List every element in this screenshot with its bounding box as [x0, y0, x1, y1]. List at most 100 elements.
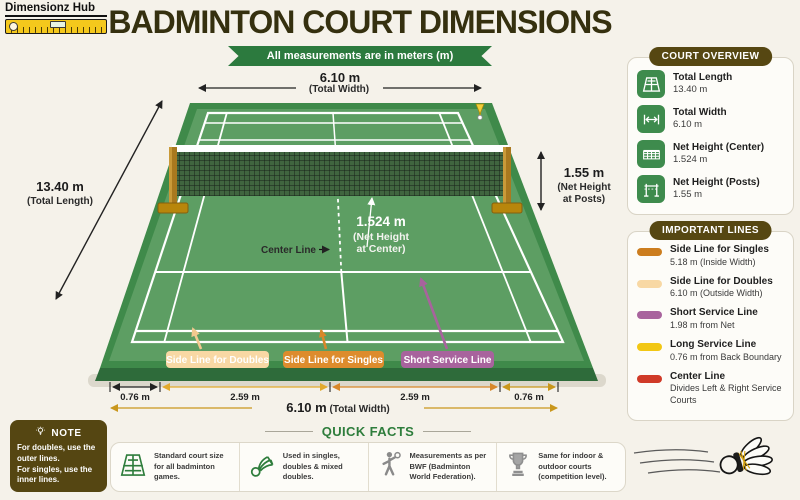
dimension-bottom: 0.76 m 2.59 m 2.59 m 0.76 m 6.10 m (Tota… — [109, 382, 559, 415]
line-desc: Divides Left & Right Service Courts — [670, 383, 782, 405]
overview-item-net-center: Net Height (Center) 1.524 m — [637, 140, 784, 168]
line-item-long-service: Long Service Line 0.76 m from Back Bound… — [637, 339, 784, 363]
court-icon — [118, 450, 148, 485]
line-item-doubles: Side Line for Doubles 6.10 m (Outside Wi… — [637, 276, 784, 300]
line-desc: 6.10 m (Outside Width) — [670, 288, 763, 299]
dim-total-label: (Total Width) — [327, 404, 390, 415]
note-line-2: For singles, use the inner lines. — [17, 464, 93, 485]
center-line-swatch — [637, 374, 662, 383]
dimension-net-height-posts: 1.55 m (Net Height at Posts) — [537, 151, 611, 211]
divider — [423, 430, 472, 433]
quick-facts-header: QUICK FACTS — [110, 424, 626, 439]
court-lines — [130, 111, 565, 344]
fact-game-types: Used in singles, doubles & mixed doubles… — [240, 443, 369, 491]
fact-court-size: Standard court size for all badminton ga… — [111, 443, 240, 491]
line-label: Side Line for Doubles — [670, 275, 773, 287]
dimension-top-width: 6.10 m (Total Width) — [198, 70, 482, 95]
page-title: BADMINTON COURT DIMENSIONS — [108, 4, 612, 40]
singles-line-swatch — [637, 248, 662, 256]
fact-text: Measurements as per BWF (Badminton World… — [409, 451, 487, 482]
player-icon — [376, 450, 404, 485]
note-title: NOTE — [51, 427, 82, 439]
line-desc: 0.76 m from Back Boundary — [670, 351, 782, 362]
line-label: Side Line for Singles — [670, 244, 769, 255]
net-height-posts-line1: (Net Height — [557, 182, 611, 193]
note-line-1: For doubles, use the outer lines. — [17, 443, 96, 463]
overview-label: Total Width — [673, 106, 727, 118]
dim-total-value: 6.10 m — [286, 400, 326, 415]
pill-singles-label: Side Line for Singles — [284, 355, 383, 366]
ruler-bubble — [9, 22, 18, 31]
line-desc: 5.18 m (Inside Width) — [670, 256, 756, 267]
pill-doubles-label: Side Line for Doubles — [166, 355, 269, 366]
line-label: Center Line — [670, 370, 726, 382]
trophy-icon — [504, 450, 532, 485]
ruler-icon — [5, 19, 107, 34]
flying-shuttlecock — [633, 436, 773, 476]
dimension-total-length: 13.40 m (Total Length) — [27, 100, 163, 300]
overview-label: Net Height (Center) — [673, 141, 765, 153]
pill-side-line-doubles: Side Line for Doubles — [166, 351, 269, 368]
brand-logo: Dimensionz Hub — [5, 2, 107, 34]
quick-facts-box: Standard court size for all badminton ga… — [110, 442, 626, 492]
dim-left-margin: 0.76 m — [120, 392, 150, 403]
long-service-swatch — [637, 343, 662, 352]
fact-bwf: Measurements as per BWF (Badminton World… — [369, 443, 498, 491]
net-height-posts-line2: at Posts) — [563, 194, 605, 205]
net-height-center-line2: at Center) — [356, 243, 405, 255]
divider — [264, 430, 313, 433]
shuttlecock-icon — [719, 436, 773, 476]
line-item-center: Center Line Divides Left & Right Service… — [637, 371, 784, 407]
units-banner: All measurements are in meters (m) — [228, 46, 492, 66]
overview-value: 1.524 m — [673, 154, 708, 166]
short-service-swatch — [637, 311, 662, 320]
dim-left-half: 2.59 m — [230, 392, 260, 403]
overview-label: Net Height (Posts) — [673, 176, 760, 188]
overview-item-total-width: Total Width 6.10 m — [637, 105, 784, 133]
brand-name: Dimensionz Hub — [5, 2, 107, 17]
important-lines-title: IMPORTANT LINES — [649, 221, 772, 240]
net-posts-icon — [637, 175, 665, 203]
doubles-line-swatch — [637, 279, 662, 288]
line-label: Long Service Line — [670, 339, 757, 351]
dim-right-margin: 0.76 m — [514, 392, 544, 403]
dim-right-half: 2.59 m — [400, 392, 430, 403]
shuttlecock-icon — [247, 450, 277, 485]
fact-indoor-outdoor: Same for indoor & outdoor courts (compet… — [497, 443, 625, 491]
top-width-value: 6.10 m — [320, 70, 360, 85]
line-label: Short Service Line — [670, 307, 758, 319]
width-icon — [637, 105, 665, 133]
pill-short-service: Short Service Line — [401, 351, 494, 368]
total-length-label: (Total Length) — [27, 196, 93, 207]
line-desc: 1.98 m from Net — [670, 319, 735, 330]
fact-text: Standard court size for all badminton ga… — [154, 451, 224, 482]
fact-text: Same for indoor & outdoor courts (compet… — [538, 451, 607, 482]
net-post-right — [491, 147, 523, 214]
net-height-posts-value: 1.55 m — [564, 165, 604, 180]
dim-total-width: 6.10 m (Total Width) — [286, 400, 390, 415]
net-height-center-line1: (Net Height — [353, 231, 410, 243]
line-label-pills: Side Line for Doubles Side Line for Sing… — [166, 277, 494, 368]
dimension-net-height-center: 1.524 m (Net Height at Center) — [353, 197, 410, 255]
center-line-dashed — [335, 156, 343, 273]
quick-facts-title: QUICK FACTS — [321, 424, 415, 439]
court-icon — [637, 70, 665, 98]
overview-value: 1.55 m — [673, 189, 703, 201]
important-lines-panel: IMPORTANT LINES Side Line for Singles 5.… — [627, 221, 794, 421]
overview-value: 6.10 m — [673, 119, 703, 131]
line-item-singles: Side Line for Singles 5.18 m (Inside Wid… — [637, 244, 784, 268]
center-line-callout: Center Line — [261, 245, 330, 256]
net-height-center-value: 1.524 m — [356, 214, 406, 229]
note-box: NOTE For doubles, use the outer lines. F… — [10, 420, 107, 492]
ruler-level-window — [50, 21, 66, 28]
pill-side-line-singles: Side Line for Singles — [283, 351, 384, 368]
pill-short-label: Short Service Line — [404, 355, 492, 366]
court-diagram: 6.10 m (Total Width) 13.40 m (Total Leng… — [27, 70, 611, 415]
overview-item-total-length: Total Length 13.40 m — [637, 70, 784, 98]
corner-shuttle-icon — [475, 103, 485, 121]
net-center-icon — [637, 140, 665, 168]
overview-label: Total Length — [673, 71, 733, 83]
lightbulb-icon — [35, 426, 46, 440]
speed-lines — [633, 449, 721, 474]
